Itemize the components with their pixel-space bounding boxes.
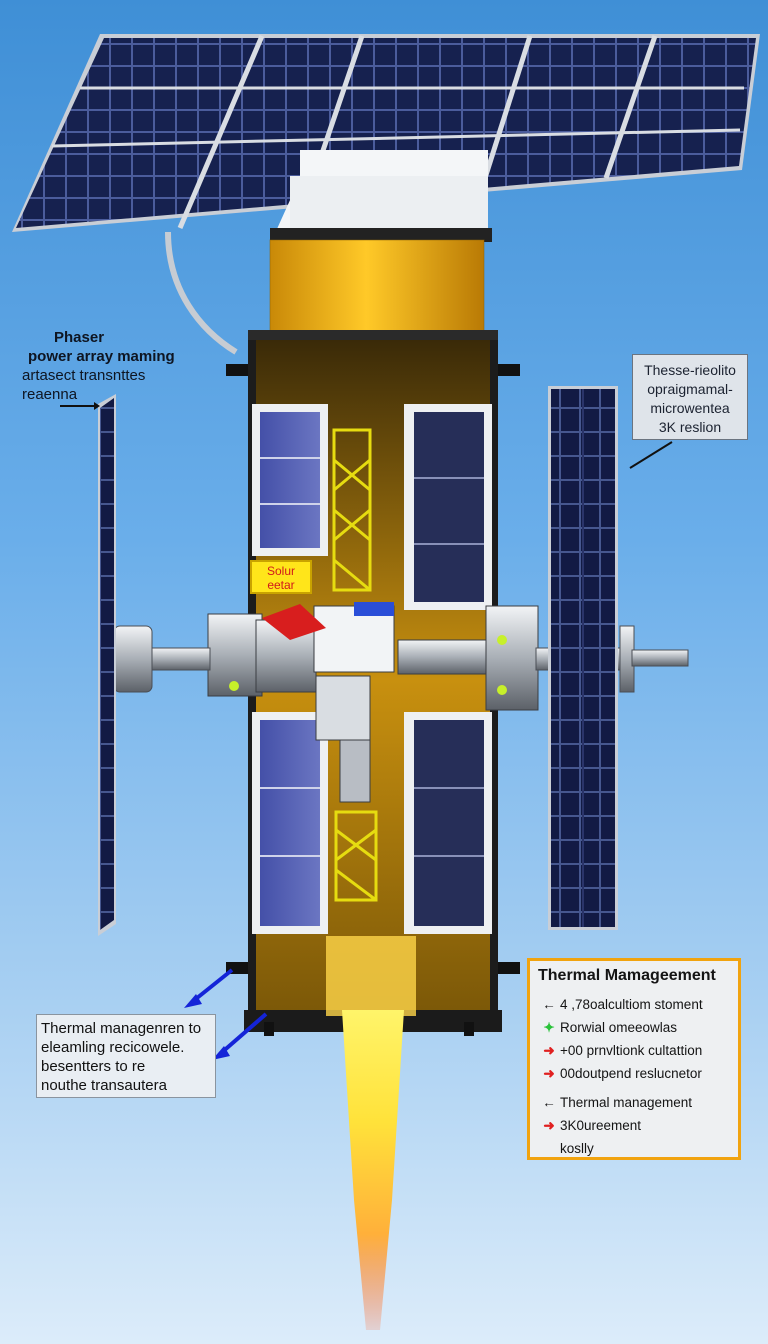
solar-tag-line: eetar <box>267 578 295 592</box>
thermal-item: ➜ +00 prnvltionk cultattion <box>538 1039 738 1062</box>
central-mechanism <box>207 602 539 803</box>
arrow-right-icon: ➜ <box>543 1118 555 1133</box>
thermal-item-text: Thermal management <box>560 1095 693 1110</box>
thermal-callout-box: Thermal managenren to eleamling recicowe… <box>36 1014 216 1098</box>
thermal-item-text: 4 ,78oalcultiom stoment <box>560 997 703 1012</box>
thermal-item: ➜ 00doutpend reslucnetor <box>538 1062 738 1085</box>
body-panels <box>252 404 492 934</box>
truss <box>332 428 378 902</box>
thermal-item-text: koslly <box>560 1141 594 1156</box>
callout-line: besentters to re <box>41 1058 146 1075</box>
callout-line: eleamling recicowele. <box>41 1039 185 1056</box>
thermal-management-box: Thermal Mamageement ← 4 ,78oalcultiom st… <box>527 958 741 1160</box>
callout-line: 3K reslion <box>658 419 722 435</box>
label-line: Phaser <box>54 329 105 346</box>
label-line: power array maming <box>28 348 175 365</box>
thermal-item: ✦ Rorwial omeeowlas <box>538 1016 738 1039</box>
arrow-left-icon: ← <box>542 1095 556 1110</box>
thermal-item: ← 4 ,78oalcultiom stoment <box>538 993 738 1016</box>
thermal-item: ➜ 3K0ureement <box>538 1114 738 1137</box>
thermal-item-text: 3K0ureement <box>560 1118 642 1133</box>
label-line: reaenna <box>22 386 78 403</box>
thermal-item-text: 00doutpend reslucnetor <box>560 1066 702 1081</box>
arrow-right-icon: ➜ <box>543 1043 555 1058</box>
gold-foil-section <box>270 240 484 332</box>
callout-arrows <box>184 968 268 1060</box>
star-icon: ✦ <box>543 1020 555 1035</box>
callout-line: microwentea <box>650 400 730 416</box>
callout-line: nouthe transautera <box>41 1077 167 1094</box>
top-solar-array <box>12 34 760 232</box>
thermal-item-text: Rorwial omeeowlas <box>560 1020 678 1035</box>
arrow-right-icon: ➜ <box>543 1066 555 1081</box>
callout-line: Thesse-rieolito <box>644 362 736 378</box>
phaser-array-label: Phaser power array maming artasect trans… <box>22 328 192 404</box>
label-line: artasect transnttes <box>22 367 146 384</box>
callout-line: Thermal managenren to <box>41 1020 202 1037</box>
solar-tag: Solur eetar <box>250 560 312 594</box>
solar-tag-line: Solur <box>266 564 295 578</box>
microwave-callout-box: Thesse-rieolito opraigmamal- microwentea… <box>632 354 748 440</box>
thermal-title: Thermal Mamageement <box>538 967 716 984</box>
top-collar <box>270 150 492 242</box>
thermal-item: koslly <box>538 1137 738 1160</box>
callout-line: opraigmamal- <box>647 381 733 397</box>
arrow-left-icon: ← <box>542 997 556 1012</box>
exhaust-plume <box>342 1010 404 1330</box>
thermal-item-text: +00 prnvltionk cultattion <box>560 1043 703 1058</box>
thermal-item: ← Thermal management <box>538 1091 738 1114</box>
